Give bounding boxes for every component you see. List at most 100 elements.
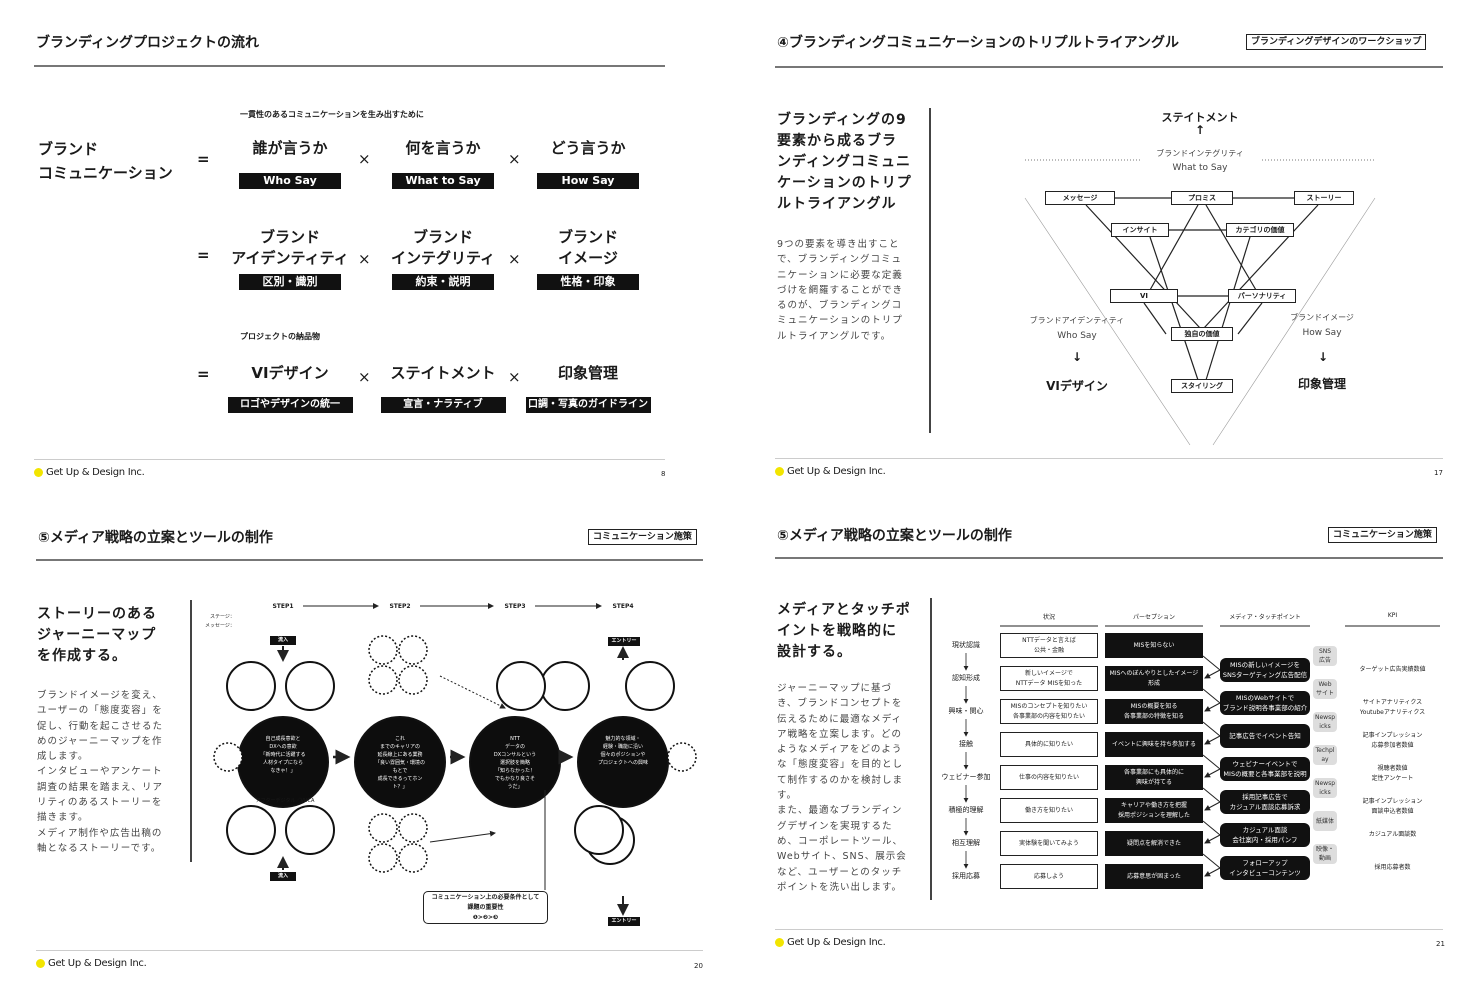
connector-arrow bbox=[1204, 834, 1221, 844]
kpi-text: 記事インプレッション 面談申込者数値 bbox=[1362, 798, 1423, 815]
stage-label: ウェビナー参加 bbox=[941, 773, 991, 781]
situation-box: 仕事の内容を知りたい bbox=[1000, 765, 1098, 790]
outer-line bbox=[1212, 197, 1376, 446]
label-box: 約束・説明 bbox=[392, 274, 494, 290]
page-number: 21 bbox=[1436, 940, 1445, 948]
sub-circle bbox=[625, 661, 675, 711]
sub-circle bbox=[226, 661, 276, 711]
body-text: 9つの要素を導き出すこと で、ブランディングコミュ ニケーションに必要な定義 づ… bbox=[777, 239, 904, 342]
media-tag: 映像・ 動画 bbox=[1313, 844, 1337, 864]
label-box: 性格・印象 bbox=[537, 274, 639, 290]
lead-text: ストーリーのある ジャーニーマップ を作成する。 bbox=[37, 606, 157, 664]
step-label: STEP2 bbox=[389, 603, 411, 610]
connector-arrow bbox=[1204, 735, 1221, 745]
after-digital-label: アフターデジタル／VUCA bbox=[255, 798, 315, 804]
connector-line bbox=[1203, 204, 1319, 329]
perception-box: 疑問点を解消できた bbox=[1105, 831, 1203, 856]
column-heading: どう言うか bbox=[550, 139, 626, 157]
integrity-label: ブランドインテグリティ bbox=[1156, 149, 1244, 158]
core-text: 魅力的な領域・ 経験・職能に沿い 個々のポジションや プロジェクトへの興味 bbox=[597, 736, 648, 766]
logo-dot-icon bbox=[34, 468, 43, 477]
connector-line bbox=[1202, 754, 1221, 770]
sub-circle bbox=[285, 805, 335, 855]
situation-box: MISのコンセプトを知りたい 各事業部の内容を知りたい bbox=[1000, 699, 1098, 724]
label-box: ロゴやデザインの統一 bbox=[227, 397, 353, 413]
situation-box: 実体験を聞いてみよう bbox=[1000, 831, 1098, 856]
logo-dot-icon bbox=[775, 467, 784, 476]
page-number: 8 bbox=[661, 470, 666, 478]
identity-en: Who Say bbox=[1057, 331, 1097, 341]
perception-box: イベントに興味を持ち参加する bbox=[1105, 732, 1203, 757]
triangle-node-promise: プロミス bbox=[1171, 191, 1233, 205]
connector-line bbox=[1205, 204, 1257, 291]
connector-arrow bbox=[1204, 702, 1221, 712]
label-box: Who Say bbox=[239, 173, 341, 189]
logo-text: Get Up & Design Inc. bbox=[48, 958, 147, 969]
label-box: What to Say bbox=[392, 173, 494, 189]
touchpoint-box: 記事広告でイベント告知 bbox=[1220, 724, 1310, 748]
logo-dot-icon bbox=[775, 938, 784, 947]
footer-logo: Get Up & Design Inc. bbox=[775, 937, 886, 948]
triangle-node-unique: 独自の価値 bbox=[1171, 327, 1233, 341]
connector-line bbox=[1149, 204, 1199, 291]
touchpoint-box: MISの新しいイメージを SNSターゲティング広告配信 bbox=[1220, 658, 1310, 682]
stage-label: 接触 bbox=[959, 740, 973, 748]
connector-arrow bbox=[1204, 669, 1221, 679]
footer-divider bbox=[775, 458, 1443, 459]
column-heading: ブランド インテグリティ bbox=[390, 228, 496, 267]
kpi-text: カジュアル面談数 bbox=[1368, 831, 1417, 838]
triangle-node-vi: VI bbox=[1110, 289, 1178, 303]
stage-label: 積極的理解 bbox=[948, 806, 984, 814]
category-tag: ブランディングデザインのワークショップ bbox=[1246, 34, 1427, 50]
dotted-circle bbox=[398, 665, 428, 695]
dotted-circle bbox=[667, 742, 697, 772]
triangle-node-styling: スタイリング bbox=[1171, 379, 1233, 393]
multiply-sign: × bbox=[358, 150, 371, 168]
situation-box: 働き方を知りたい bbox=[1000, 798, 1098, 823]
equals-sign: = bbox=[197, 365, 210, 383]
situation-box: 応募しよう bbox=[1000, 864, 1098, 889]
impression-label: 印象管理 bbox=[1297, 377, 1346, 391]
connector-line bbox=[1202, 820, 1221, 836]
slide-title: ⑤メディア戦略の立案とツールの制作 bbox=[777, 528, 1012, 544]
step-label: STEP1 bbox=[272, 603, 294, 610]
triangle-node-story: ストーリー bbox=[1294, 191, 1354, 205]
logo-dot-icon bbox=[36, 959, 45, 968]
arrow-down-icon: ↓ bbox=[1318, 350, 1329, 364]
label-box: 口調・写真のガイドライン bbox=[525, 397, 651, 413]
perception-box: MISを知らない bbox=[1105, 633, 1203, 658]
kpi-text: 採用応募者数 bbox=[1374, 864, 1411, 871]
connector-line bbox=[1202, 853, 1221, 869]
connector-line bbox=[1149, 236, 1199, 381]
core-circle bbox=[354, 716, 446, 808]
column-heading: 誰が言うか bbox=[252, 139, 328, 157]
core-text: NTT データの DXコンサルという 選択肢を簡略 「知らなかった！ でもかなり… bbox=[493, 736, 537, 790]
stage-label: 採用応募 bbox=[952, 872, 980, 880]
left-title: ブランド コミュニケーション bbox=[38, 140, 173, 182]
integrity-en: What to Say bbox=[1172, 163, 1228, 173]
multiply-sign: × bbox=[508, 250, 521, 268]
footer-logo: Get Up & Design Inc. bbox=[36, 958, 147, 969]
logo-text: Get Up & Design Inc. bbox=[46, 467, 145, 478]
triangle-node-insight: インサイト bbox=[1111, 223, 1169, 237]
priority-callout: コミュニケーション上の必要条件として 課題の重要性 ❶>❷>❸ bbox=[423, 891, 548, 924]
page-number: 17 bbox=[1434, 469, 1443, 477]
column-heading: 何を言うか bbox=[405, 139, 481, 157]
perception-box: 各事業部にも具体的に 興味が持てる bbox=[1105, 765, 1203, 790]
slide-title: ブランディングプロジェクトの流れ bbox=[36, 35, 260, 51]
inflow-badge: 流入 bbox=[270, 636, 296, 645]
footer-divider bbox=[34, 459, 665, 460]
core-text: これ までのキャリアの 延長線上にある業務 「良い雰囲気・環境の もとで 成長で… bbox=[374, 736, 425, 790]
situation-box: NTTデータと言えば 公共・金融 bbox=[1000, 633, 1098, 658]
stage-label: 認知形成 bbox=[952, 674, 980, 682]
dotted-circle bbox=[398, 635, 428, 665]
dotted-circle bbox=[368, 843, 398, 873]
equals-sign: = bbox=[197, 150, 210, 168]
touchpoint-box: ウェビナーイベントで MISの概要と各事業部を説明 bbox=[1220, 757, 1310, 781]
entry-badge: エントリー bbox=[608, 637, 640, 646]
inflow-badge: 流入 bbox=[270, 872, 296, 881]
label-box: 区別・識別 bbox=[239, 274, 341, 290]
logo-text: Get Up & Design Inc. bbox=[787, 937, 886, 948]
arrow bbox=[429, 830, 496, 843]
